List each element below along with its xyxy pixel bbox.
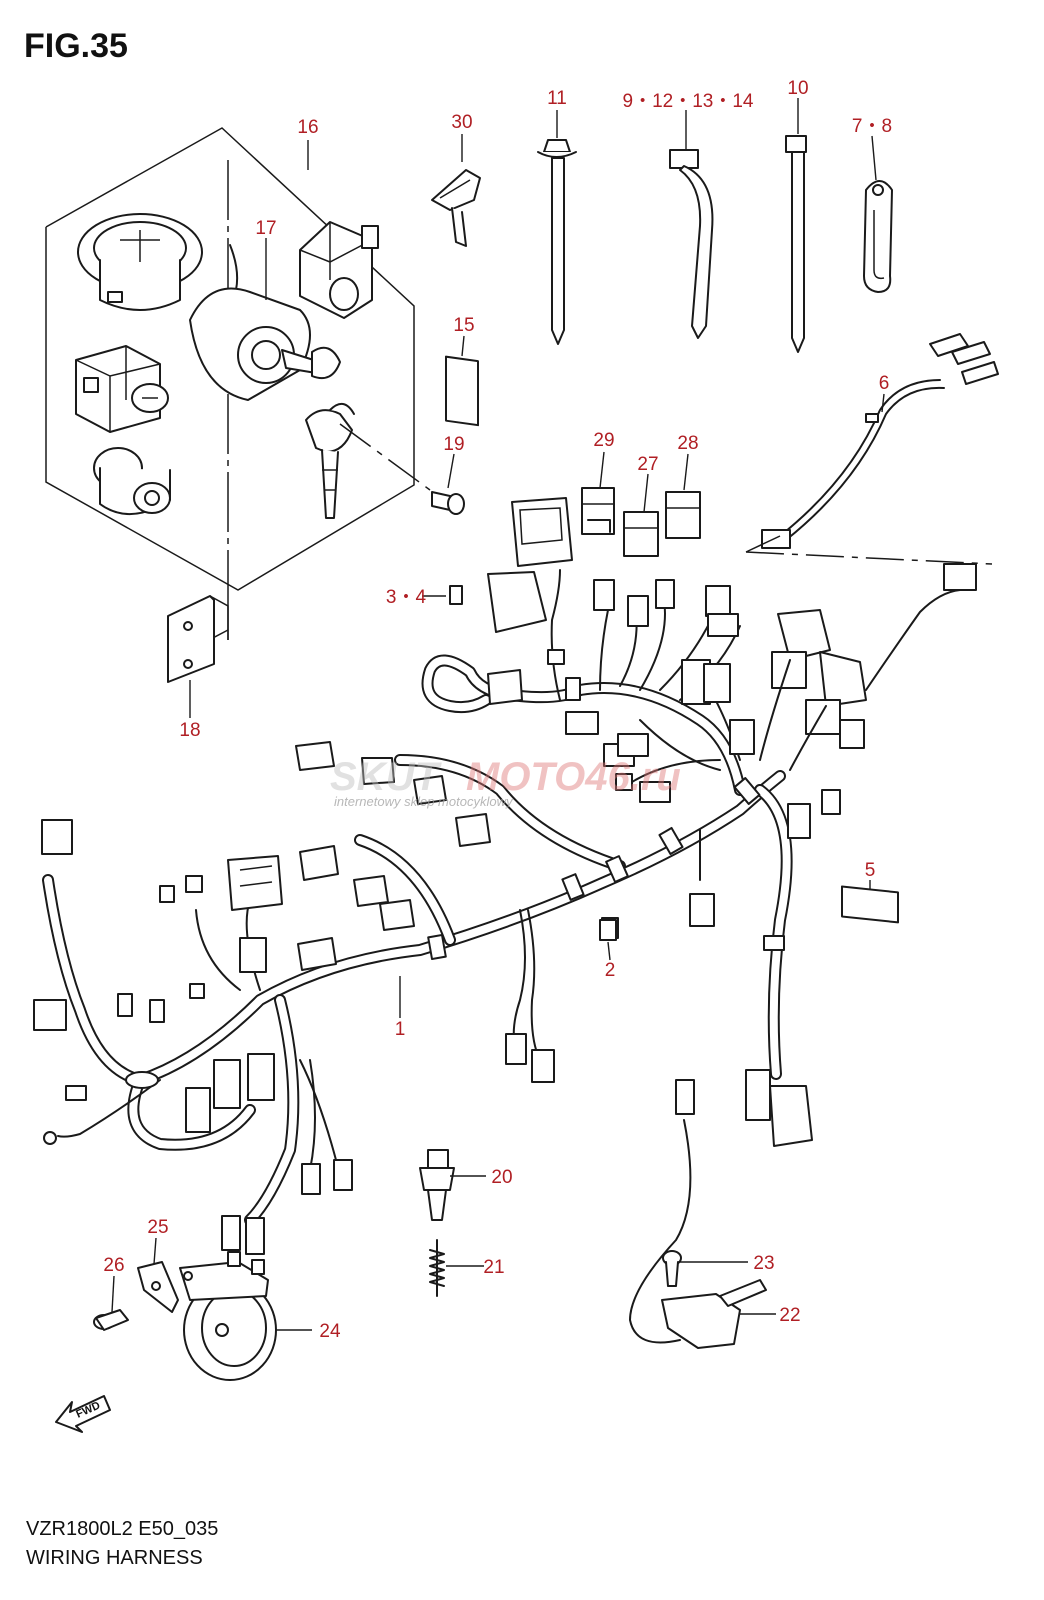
bolt-26: [93, 1309, 129, 1331]
callout-10: 10: [787, 78, 808, 99]
cable-tie-10: [785, 135, 807, 353]
model-code: VZR1800L2 E50_035: [26, 1518, 218, 1540]
fwd-arrow-icon: FWD: [55, 1395, 111, 1433]
label-5: [841, 885, 899, 924]
bracket-25: [137, 1261, 179, 1313]
callout-21: 21: [483, 1257, 504, 1278]
leader-lines: [111, 98, 885, 1331]
fuse-3-4: [449, 585, 463, 605]
clamp-7: [863, 180, 893, 293]
callouts: 16 17 30 11 9・12・13・14 10 7・8 15 6 19 29…: [103, 78, 892, 1342]
cable-tie-11: [537, 139, 577, 345]
seat-lock: [75, 345, 169, 433]
label-15: [445, 355, 479, 427]
callout-20: 20: [491, 1167, 512, 1188]
watermark-brand-part1: SKUT: [330, 755, 442, 799]
callout-9-12-13-14: 9・12・13・14: [623, 91, 754, 112]
watermark-brand-part2: MOTO46.ru: [466, 755, 681, 799]
callout-5: 5: [865, 860, 876, 881]
key-30: [431, 169, 481, 247]
callout-18: 18: [179, 720, 200, 741]
main-harness: [42, 569, 793, 1226]
callout-19: 19: [443, 434, 464, 455]
bolt-23: [662, 1250, 682, 1287]
callout-25: 25: [147, 1217, 168, 1238]
fuse-2: [599, 919, 617, 941]
keys: [305, 403, 355, 519]
right-connector-cluster: [759, 563, 977, 771]
callout-24: 24: [319, 1321, 341, 1342]
callout-27: 27: [637, 454, 658, 475]
helmet-lock: [93, 447, 171, 516]
callout-3-4: 3・4: [386, 587, 427, 608]
watermark: SKUT MOTO46.ru internetowy sklep motocyk…: [330, 755, 681, 809]
callout-1: 1: [395, 1019, 406, 1040]
callout-30: 30: [451, 112, 472, 133]
sub-harness-6: [761, 333, 999, 549]
callout-28: 28: [677, 433, 698, 454]
harness-connectors: [33, 497, 841, 1255]
callout-2: 2: [605, 960, 616, 981]
ignition-switch: [189, 244, 341, 401]
callout-23: 23: [753, 1253, 774, 1274]
switch-20: [419, 1149, 455, 1221]
figure-caption: WIRING HARNESS: [26, 1547, 203, 1569]
callout-11: 11: [547, 88, 567, 109]
callout-16: 16: [297, 117, 318, 138]
sensor-22: [629, 1079, 767, 1349]
fuel-cap-lock-ring: [77, 213, 203, 311]
callout-26: 26: [103, 1255, 124, 1276]
horn-24: [179, 1251, 277, 1381]
callout-15: 15: [453, 315, 474, 336]
helmet-holder: [299, 221, 379, 319]
relay-28: [665, 491, 701, 539]
watermark-tagline: internetowy sklep motocyklowy: [334, 794, 514, 809]
callout-29: 29: [593, 430, 614, 451]
spring-21: [429, 1239, 445, 1297]
callout-7-8: 7・8: [852, 116, 892, 137]
relay-27: [623, 511, 659, 557]
cable-tie-9: [669, 149, 714, 339]
callout-17: 17: [255, 218, 276, 239]
callout-22: 22: [779, 1305, 800, 1326]
bolt-19: [431, 491, 465, 515]
figure-title: FIG.35: [24, 27, 128, 65]
bracket-18: [167, 595, 229, 683]
relay-29: [581, 487, 615, 535]
callout-6: 6: [879, 373, 890, 394]
